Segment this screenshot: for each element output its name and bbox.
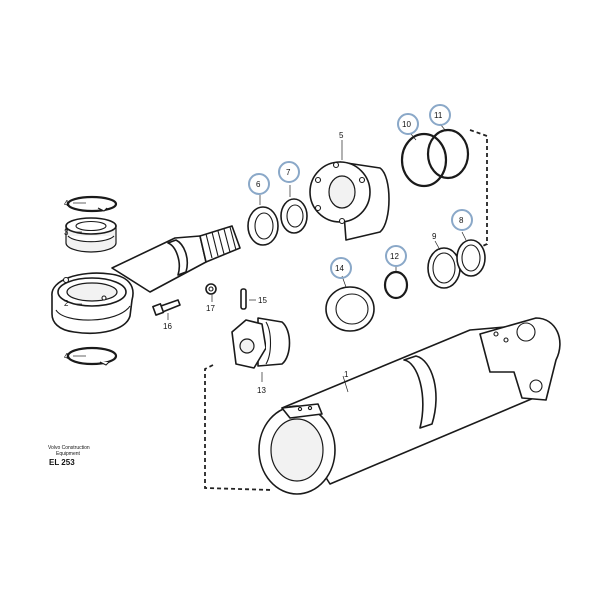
part-9-guide-ring [427, 247, 461, 289]
caption-brand-line2: Equipment [56, 451, 81, 457]
part-label-8: 8 [459, 216, 464, 225]
part-label-2: 2 [64, 299, 69, 308]
callout-circle-12 [385, 245, 407, 267]
part-13-piston [231, 317, 291, 369]
part-15-pin [240, 288, 247, 310]
part-label-15: 15 [258, 296, 267, 305]
part-4-upper-retaining-ring [66, 195, 118, 213]
callout-circle-10 [397, 113, 419, 135]
diagram-caption: Volvo Construction Equipment EL 253 [48, 445, 90, 467]
part-label-17: 17 [206, 304, 215, 313]
part-labels: 1 2 3 4 4 5 6 7 8 9 10 11 12 13 14 15 16… [64, 111, 464, 395]
assembly-dashed-line-bottom [204, 364, 273, 491]
callout-circle-7 [278, 161, 300, 183]
leader-lines [73, 123, 467, 393]
part-label-6: 6 [256, 180, 261, 189]
callout-circle-14 [330, 257, 352, 279]
part-7-seal [280, 198, 308, 234]
part-16-screw [152, 299, 181, 316]
callout-circle-8 [451, 209, 473, 231]
part-17-lock-washer [205, 283, 217, 295]
part-label-9: 9 [432, 232, 437, 241]
part-4-lower-retaining-ring [66, 346, 118, 366]
part-label-16: 16 [163, 322, 172, 331]
part-label-7: 7 [286, 168, 291, 177]
part-label-14: 14 [335, 264, 344, 273]
part-label-11: 11 [434, 111, 443, 120]
caption-brand-line1: Volvo Construction [48, 445, 90, 451]
part-label-4-upper: 4 [64, 199, 69, 208]
part-10-ring [400, 132, 448, 188]
part-label-13: 13 [257, 386, 266, 395]
part-label-4-lower: 4 [64, 352, 69, 361]
part-label-10: 10 [402, 120, 411, 129]
assembly-dashed-line-top [469, 129, 488, 253]
part-3-spherical-bearing [65, 217, 117, 253]
part-2-rod-end-eye [51, 225, 241, 335]
part-1-cylinder-tube [258, 317, 561, 495]
part-label-1: 1 [344, 370, 349, 379]
caption-code: EL 253 [49, 458, 75, 467]
part-label-12: 12 [390, 252, 399, 261]
part-12-o-ring [383, 270, 409, 300]
part-6-seal [247, 206, 279, 246]
part-5-cylinder-head [309, 161, 390, 241]
callout-circle-11 [429, 104, 451, 126]
callout-circle-6 [248, 173, 270, 195]
part-label-5: 5 [339, 131, 344, 140]
part-8-seal [456, 239, 486, 277]
part-14-seal [325, 286, 375, 332]
part-11-ring [426, 128, 470, 180]
part-label-3: 3 [64, 228, 69, 237]
highlight-callouts [248, 104, 473, 279]
